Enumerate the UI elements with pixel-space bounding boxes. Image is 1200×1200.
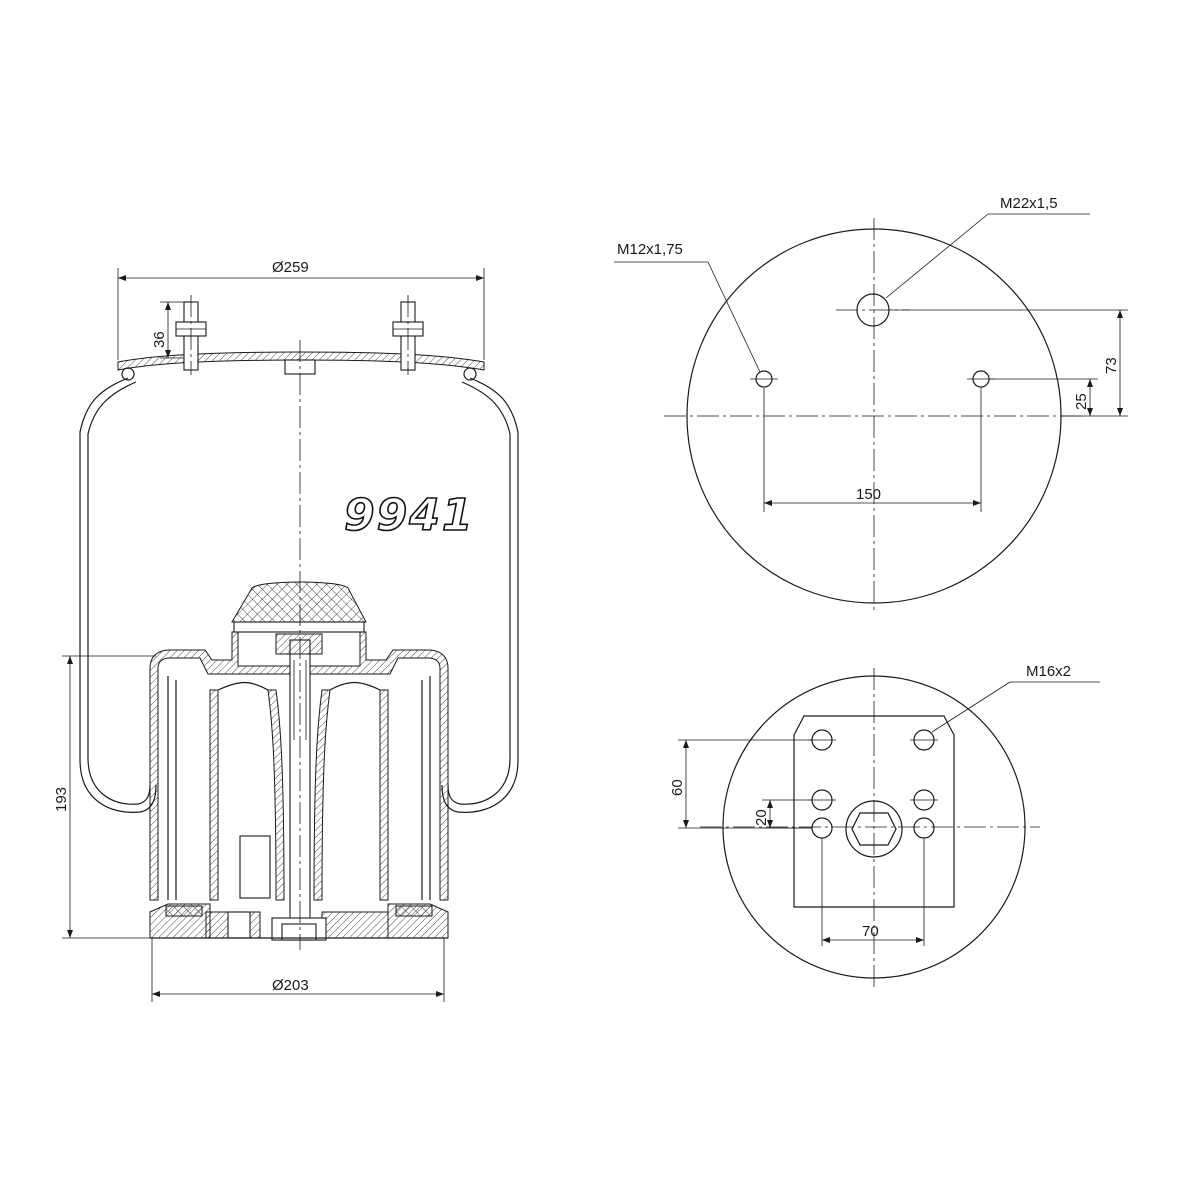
bellows-inner xyxy=(87,381,151,805)
svg-text:36: 36 xyxy=(151,331,168,348)
top-plate-bead-left xyxy=(121,367,135,381)
callout-stud-thread: M12x1,75 xyxy=(614,241,761,373)
bottom-plate-view: M16x2 60 20 70 xyxy=(669,663,1100,990)
part-number: 9941 xyxy=(344,490,474,541)
dim-hole-row-spacing: 60 xyxy=(669,739,812,829)
piston-base xyxy=(149,903,449,941)
svg-text:193: 193 xyxy=(53,787,70,812)
dim-stud-height: 36 xyxy=(151,301,184,359)
bellows-inner-right xyxy=(447,381,511,805)
svg-text:60: 60 xyxy=(669,779,686,796)
svg-text:150: 150 xyxy=(856,486,881,503)
bump-stop-base xyxy=(233,621,365,633)
top-plate-view: M22x1,5 M12x1,75 150 73 25 xyxy=(614,195,1128,612)
svg-text:70: 70 xyxy=(862,923,879,940)
dim-hole-pitch: 20 xyxy=(753,799,812,829)
svg-text:M12x1,75: M12x1,75 xyxy=(617,241,683,258)
dim-stud-spacing: 150 xyxy=(763,388,982,512)
callout-air-port-thread: M22x1,5 xyxy=(885,195,1090,299)
bump-stop xyxy=(231,581,367,623)
side-section-view: 9941 Ø259 36 193 Ø203 xyxy=(53,259,519,1002)
dim-bottom-diameter: Ø203 xyxy=(151,938,445,1002)
dim-top-diameter: Ø259 xyxy=(117,259,485,360)
dim-stud-offset: 25 xyxy=(990,378,1098,416)
svg-text:M16x2: M16x2 xyxy=(1026,663,1071,680)
bolt-holes xyxy=(808,729,938,839)
svg-text:Ø259: Ø259 xyxy=(272,259,309,276)
top-plate-bead-right xyxy=(463,367,477,381)
bellows-outer-right xyxy=(441,377,519,813)
svg-text:M22x1,5: M22x1,5 xyxy=(1000,195,1058,212)
center-nut xyxy=(845,800,903,858)
stud-left xyxy=(175,295,207,375)
callout-bolt-thread: M16x2 xyxy=(931,663,1100,733)
svg-text:20: 20 xyxy=(753,809,770,826)
stud-right xyxy=(392,295,424,375)
dim-port-offset: 73 xyxy=(890,309,1128,417)
svg-text:73: 73 xyxy=(1103,357,1120,374)
piston-shell xyxy=(149,631,449,901)
top-plate xyxy=(117,351,485,371)
bellows-outer xyxy=(79,377,157,813)
mounting-plate xyxy=(793,715,955,908)
dim-hole-column-spacing: 70 xyxy=(821,838,925,946)
dim-total-height: 193 xyxy=(53,655,156,939)
piston-ribs xyxy=(167,676,431,901)
svg-text:Ø203: Ø203 xyxy=(272,977,309,994)
svg-text:25: 25 xyxy=(1073,393,1090,410)
